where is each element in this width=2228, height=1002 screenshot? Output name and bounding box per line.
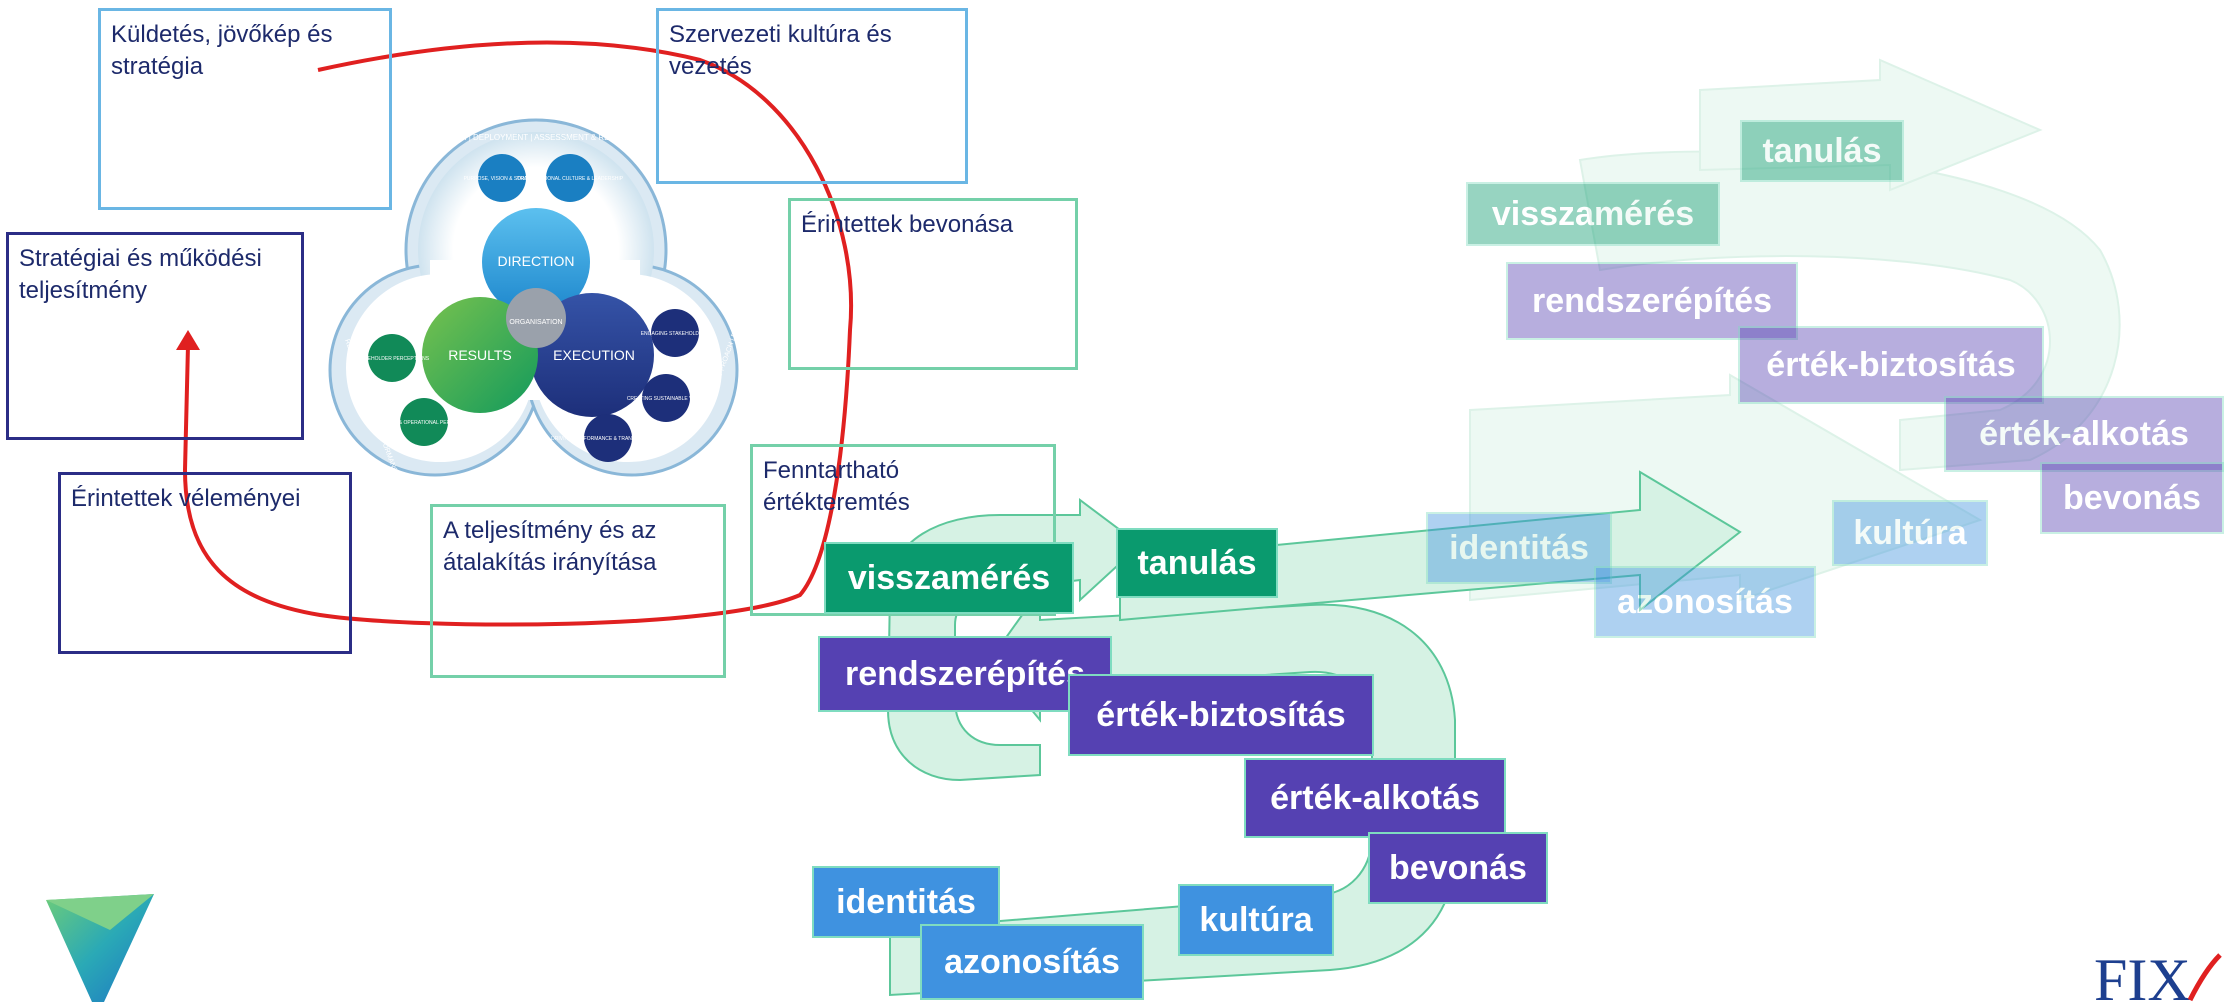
organisation-label: ORGANISATION: [509, 319, 562, 326]
tag-ertek-biztositas: érték-biztosítás: [1068, 674, 1374, 756]
organisation-circle: [506, 288, 566, 348]
creating-circle: [642, 374, 690, 422]
box-strategic-performance: Stratégiai és működési teljesítmény: [6, 232, 304, 440]
box-culture: Szervezeti kultúra és vezetés: [656, 8, 968, 184]
strategic-circle: [400, 398, 448, 446]
driving-circle: [584, 414, 632, 462]
purpose-label: PURPOSE, VISION & STRATEGY: [464, 176, 542, 182]
culture-mini-label: ORGANISATIONAL CULTURE & LEADERSHIP: [517, 176, 624, 182]
bg-tag-bevonas: bevonás: [2040, 462, 2224, 534]
bg-tag-ertek-biztositas: érték-biztosítás: [1738, 326, 2044, 404]
driving-label: DRIVING PERFORMANCE & TRANSFORMATION: [551, 436, 665, 442]
execution-label: EXECUTION: [553, 347, 635, 363]
box-sustainable-value: Fenntartható értékteremtés: [750, 444, 1056, 616]
box-stakeholder-perceptions-label: Érintettek véleményei: [71, 485, 301, 512]
tag-ertek-alkotas: érték-alkotás: [1244, 758, 1506, 838]
box-performance-transformation: A teljesítmény és az átalakítás irányítá…: [430, 504, 726, 678]
ring-right-label: APPROACH | DEPLOYMENT | ASSESSMENT & REF…: [715, 189, 790, 380]
bg-tag-ertek-alkotas: érték-alkotás: [1944, 396, 2224, 472]
box-stakeholder-engagement-label: Érintettek bevonása: [801, 211, 1014, 238]
box-culture-label: Szervezeti kultúra és vezetés: [669, 21, 892, 80]
box-stakeholder-perceptions: Érintettek véleményei: [58, 472, 352, 654]
strategic-label: STRATEGIC & OPERATIONAL PERFORMANCE: [369, 420, 479, 426]
tag-azonositas: azonosítás: [920, 924, 1144, 1000]
culture-circle: [546, 154, 594, 202]
bg-tag-azonositas: azonosítás: [1594, 566, 1816, 638]
perceptions-label: STAKEHOLDER PERCEPTIONS: [355, 356, 430, 362]
tag-tanulas: tanulás: [1116, 528, 1278, 598]
box-performance-transformation-label: A teljesítmény és az átalakítás irányítá…: [443, 517, 657, 576]
direction-circle: [482, 208, 590, 316]
bg-tag-rendszerepites: rendszerépítés: [1506, 262, 1798, 340]
box-mission: Küldetés, jövőkép és stratégia: [98, 8, 392, 210]
bg-tag-kultura: kultúra: [1832, 500, 1988, 566]
perceptions-circle: [368, 334, 416, 382]
creating-label: CREATING SUSTAINABLE VALUE: [627, 396, 706, 402]
box-stakeholder-engagement: Érintettek bevonása: [788, 198, 1078, 370]
red-arrowhead: [176, 330, 200, 350]
results-label: RESULTS: [448, 347, 512, 363]
box-strategic-performance-label: Stratégiai és működési teljesítmény: [19, 245, 262, 304]
bg-tag-identitas: identitás: [1426, 512, 1612, 584]
bg-tag-tanulas: tanulás: [1740, 120, 1904, 182]
box-sustainable-value-label: Fenntartható értékteremtés: [763, 457, 910, 516]
tag-visszameres: visszamérés: [824, 542, 1074, 614]
tag-rendszerepites: rendszerépítés: [818, 636, 1112, 712]
direction-label: DIRECTION: [498, 253, 575, 269]
bg-tag-visszameres: visszamérés: [1466, 182, 1720, 246]
engaging-label: ENGAGING STAKEHOLDERS: [641, 331, 710, 337]
purpose-circle: [478, 154, 526, 202]
ring-top-label: APPROACH | DEPLOYMENT | ASSESSMENT & REF…: [422, 133, 651, 142]
engaging-circle: [651, 309, 699, 357]
box-mission-label: Küldetés, jövőkép és stratégia: [111, 21, 333, 80]
tag-kultura: kultúra: [1178, 884, 1334, 956]
tag-bevonas: bevonás: [1368, 832, 1548, 904]
